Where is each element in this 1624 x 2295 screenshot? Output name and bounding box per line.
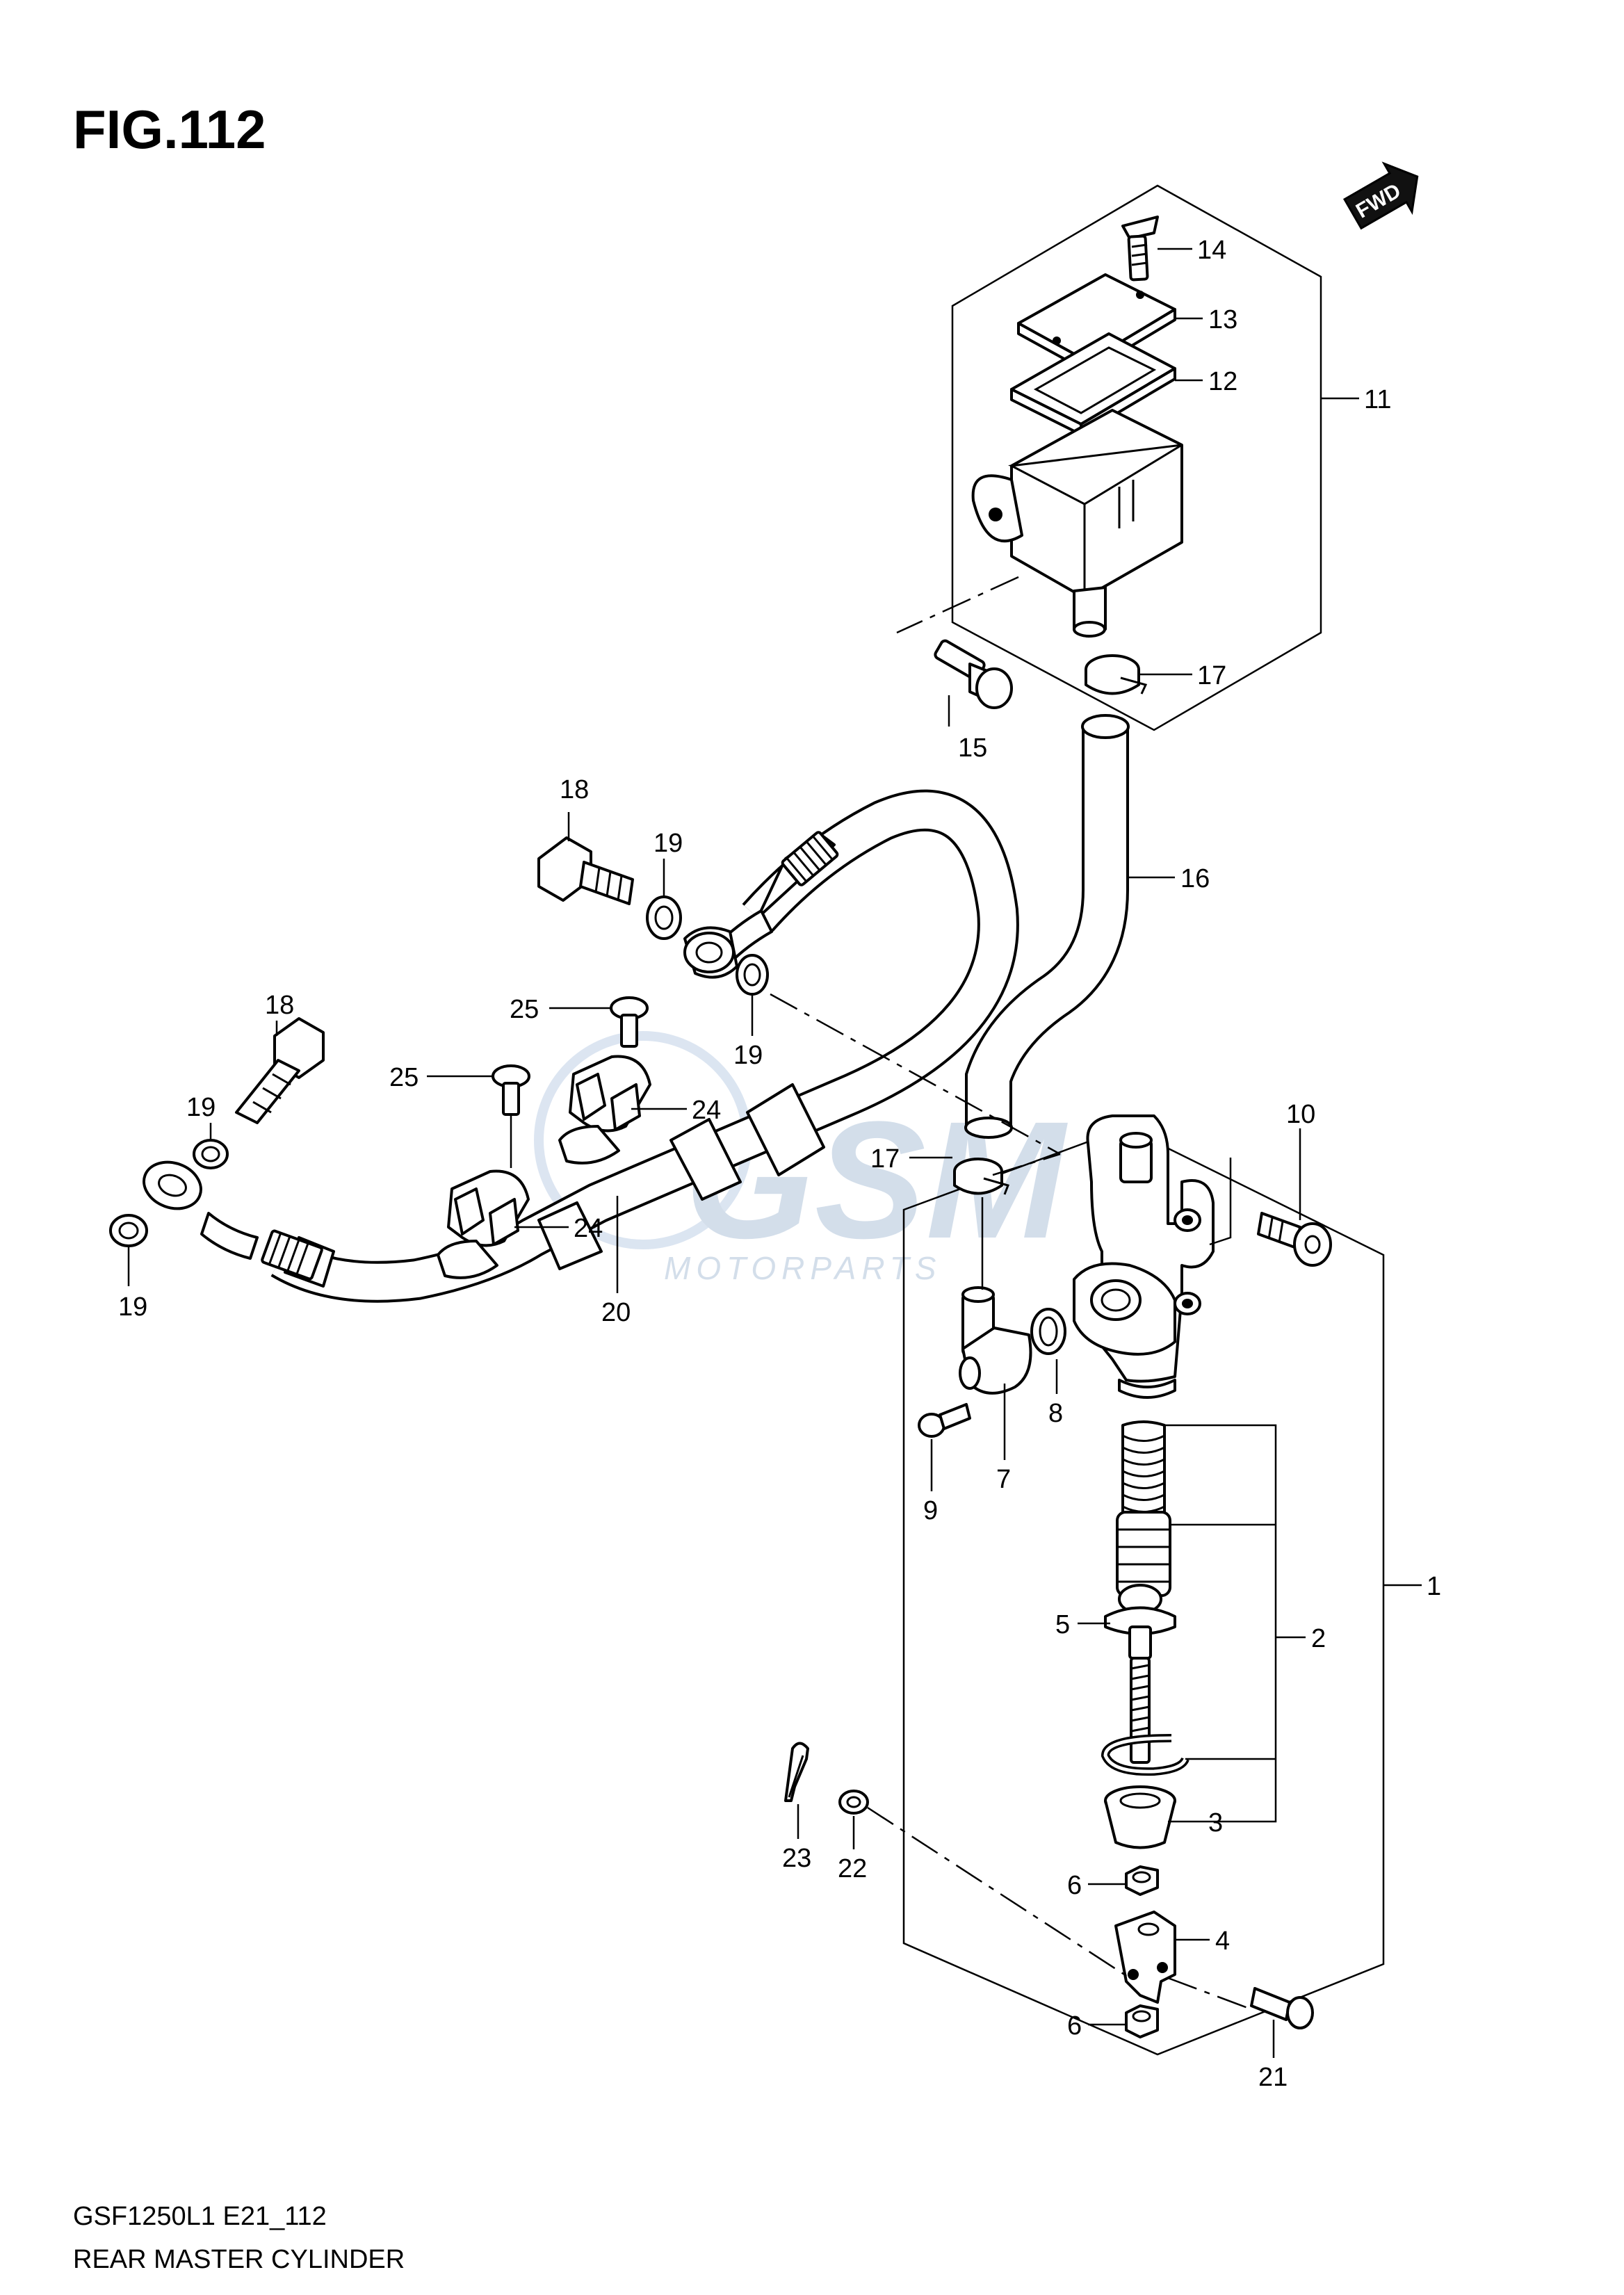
- callout-8: 8: [1048, 1399, 1063, 1428]
- callout-6-upper: 6: [1067, 1871, 1082, 1900]
- part-9-screw: [918, 1403, 971, 1438]
- callout-12: 12: [1208, 367, 1237, 396]
- callout-7: 7: [996, 1465, 1011, 1494]
- bolt-10-bracket: [1209, 1158, 1232, 1246]
- part-19-washer-c: [193, 1139, 229, 1169]
- callout-22: 22: [838, 1854, 867, 1883]
- callout-15: 15: [958, 733, 987, 763]
- model-code: GSF1250L1 E21_112: [73, 2202, 327, 2231]
- alignment-line-hose-bolt: [770, 993, 1061, 1155]
- callout-5: 5: [1055, 1610, 1070, 1639]
- callout-4: 4: [1215, 1927, 1230, 1956]
- callout-24-a: 24: [692, 1096, 721, 1125]
- part-11-reservoir-body: [971, 409, 1183, 638]
- fwd-arrow-badge: FWD: [1342, 161, 1419, 230]
- callout-3: 3: [1208, 1808, 1223, 1838]
- callout-19-b: 19: [733, 1041, 763, 1070]
- watermark-sub: MOTORPARTS: [664, 1250, 941, 1286]
- callout-25-a: 25: [510, 995, 539, 1024]
- part-24-hose-clip-b: [437, 1169, 530, 1279]
- part-23-cotter-pin: [784, 1742, 809, 1802]
- callout-18-lower: 18: [265, 991, 294, 1020]
- part-22-washer: [838, 1790, 869, 1815]
- part-18-banjo-bolt-lower: [235, 1017, 325, 1124]
- callout-20: 20: [601, 1298, 631, 1327]
- part-8-o-ring: [1030, 1308, 1066, 1355]
- reservoir-assembly-outline: [951, 184, 1322, 731]
- part-7-hose-joint: [959, 1286, 1032, 1395]
- callout-19-a: 19: [653, 829, 683, 858]
- callout-17-lower: 17: [870, 1144, 900, 1174]
- figure-caption: REAR MASTER CYLINDER: [73, 2245, 405, 2274]
- part-14-screw: [1121, 216, 1159, 282]
- part-6-nut-lower: [1125, 2004, 1159, 2038]
- part-17-hose-clamp-lower: [953, 1158, 1009, 1195]
- part-2-circlip: [1101, 1734, 1189, 1776]
- part-10-bolt: [1257, 1212, 1332, 1267]
- part-18-banjo-bolt-upper: [537, 836, 634, 905]
- callout-18-upper: 18: [560, 775, 589, 804]
- part-1-master-cylinder-body: [1073, 1114, 1215, 1399]
- figure-title: FIG.112: [73, 99, 266, 160]
- callout-19-d: 19: [118, 1292, 147, 1322]
- part-24-hose-clip-a: [558, 1055, 651, 1165]
- part-25-screw-a: [610, 996, 649, 1048]
- callout-labels: 14 13 12 11 17 15 16 18 19 19 18 19 19 2…: [118, 236, 1441, 2092]
- part-20-brake-hose: [143, 789, 1019, 1303]
- callout-6-lower: 6: [1067, 2011, 1082, 2041]
- alignment-line-clevis: [1167, 1977, 1252, 2011]
- callout-24-b: 24: [574, 1214, 603, 1243]
- alignment-line-hose-joint: [992, 1153, 1061, 1176]
- callout-17-upper: 17: [1197, 661, 1226, 690]
- callout-11: 11: [1364, 385, 1391, 414]
- callout-19-c: 19: [186, 1093, 216, 1122]
- callout-1: 1: [1427, 1572, 1441, 1601]
- part-25-screw-b: [492, 1064, 530, 1116]
- callout-9: 9: [923, 1496, 938, 1525]
- callout-16: 16: [1180, 864, 1210, 893]
- part-2-spring: [1116, 1420, 1171, 1597]
- callout-25-b: 25: [389, 1063, 419, 1092]
- leader-lines: [127, 248, 1422, 2058]
- part-6-nut-upper: [1125, 1865, 1159, 1896]
- callout-10: 10: [1286, 1100, 1315, 1129]
- part-15-bolt: [934, 639, 1013, 709]
- part-19-washer-b: [736, 954, 769, 996]
- alignment-line-pin: [867, 1806, 1130, 1979]
- callout-13: 13: [1208, 305, 1237, 334]
- callout-14: 14: [1197, 236, 1226, 265]
- alignment-line-reservoir: [896, 576, 1019, 634]
- part-19-washer-a: [646, 895, 682, 940]
- part-19-washer-d: [109, 1214, 148, 1247]
- part-4-clevis: [1114, 1911, 1176, 2004]
- part-3-boot: [1104, 1785, 1176, 1849]
- part-16-reservoir-hose: [964, 714, 1130, 1139]
- callout-21: 21: [1258, 2063, 1288, 2092]
- callout-2: 2: [1311, 1624, 1326, 1653]
- part-17-hose-clamp-upper: [1085, 654, 1148, 695]
- callout-23: 23: [782, 1844, 811, 1873]
- part-21-clevis-pin: [1250, 1987, 1314, 2029]
